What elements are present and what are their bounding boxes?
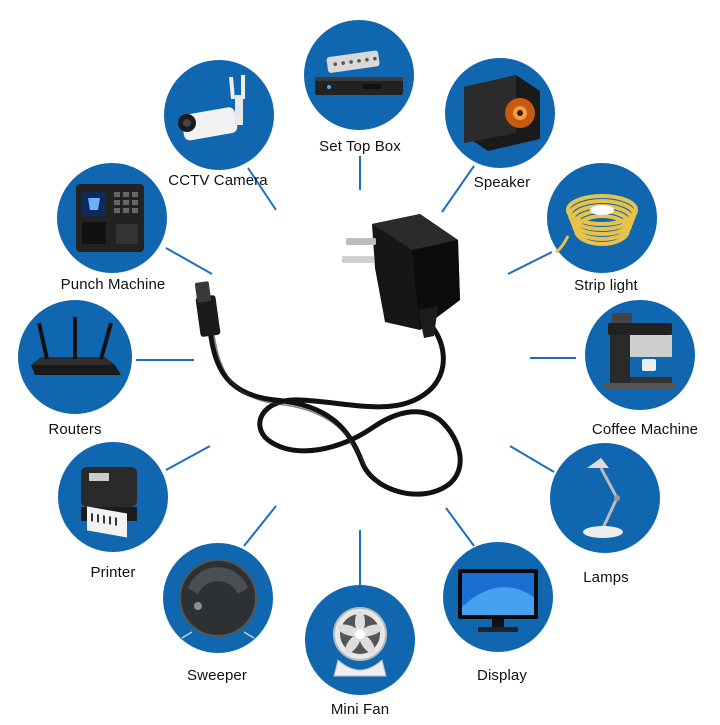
connector-line — [165, 247, 213, 275]
device-node — [443, 542, 553, 652]
connector-line — [441, 165, 475, 213]
mini-fan-icon — [333, 607, 387, 677]
device-node — [305, 585, 415, 695]
connector-line — [247, 167, 277, 211]
connector-line — [509, 445, 555, 473]
device-label: Display — [477, 667, 527, 684]
device-node — [57, 163, 167, 273]
connector-line — [165, 445, 211, 471]
strip-light-icon — [555, 194, 638, 254]
printer-icon — [81, 467, 137, 538]
device-node — [585, 300, 695, 410]
connector-line — [243, 505, 277, 547]
display-icon — [458, 569, 538, 632]
device-label: Speaker — [473, 174, 531, 191]
cctv-camera-icon — [178, 75, 245, 141]
device-circles — [18, 20, 695, 695]
device-node — [304, 20, 414, 130]
device-label: CCTV Camera — [168, 172, 268, 189]
set-top-box-icon — [315, 50, 403, 95]
connector-line — [445, 507, 475, 547]
device-label: Routers — [48, 421, 102, 438]
device-circle — [304, 20, 414, 130]
robot-sweeper-icon — [179, 559, 257, 639]
device-label: Punch Machine — [60, 276, 166, 293]
device-label: Lamps — [583, 569, 629, 586]
device-label: Mini Fan — [330, 701, 390, 718]
device-node — [445, 58, 555, 168]
speaker-icon — [464, 75, 540, 151]
device-label: Strip light — [574, 277, 638, 294]
device-node — [164, 60, 274, 170]
coffee-machine-icon — [604, 313, 676, 389]
device-node — [550, 443, 660, 553]
lamp-icon — [583, 458, 623, 538]
device-circle — [550, 443, 660, 553]
punch-machine-icon — [76, 184, 144, 252]
device-node — [18, 300, 132, 414]
connector-line — [507, 251, 553, 275]
device-label: Set Top Box — [319, 138, 401, 155]
device-node — [58, 442, 168, 552]
router-icon — [31, 317, 121, 375]
device-label: Coffee Machine — [591, 421, 699, 438]
device-node — [163, 543, 273, 653]
device-label: Sweeper — [187, 667, 247, 684]
device-node — [547, 163, 657, 273]
connector-lines — [136, 156, 576, 586]
device-label: Printer — [90, 564, 136, 581]
power-adapter-icon — [194, 214, 463, 497]
